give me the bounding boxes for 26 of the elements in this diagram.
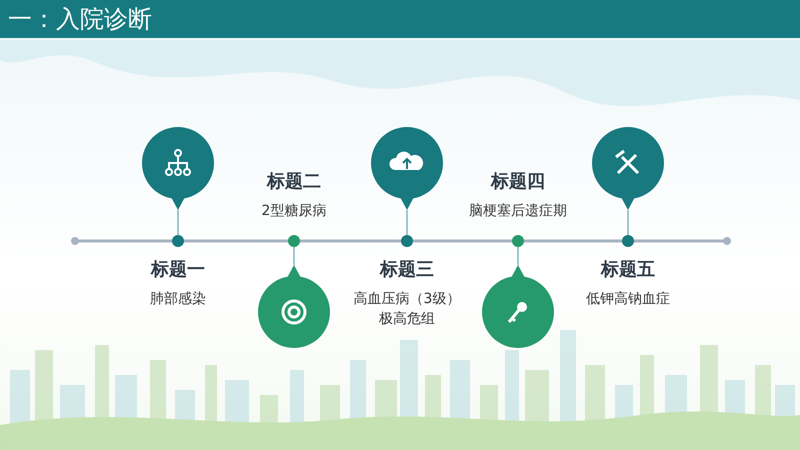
timeline-dot	[512, 235, 524, 247]
milestone-heading: 标题四	[490, 170, 546, 193]
pin-marker	[482, 265, 554, 348]
milestone-description: 肺部感染	[149, 290, 207, 309]
timeline-dot	[622, 235, 634, 247]
connector-line	[293, 247, 295, 265]
milestone-description: 高血压病（3级）极高危组	[352, 290, 462, 329]
milestone-heading: 标题二	[266, 170, 322, 193]
timeline-dot	[172, 235, 184, 247]
pin-marker	[258, 265, 330, 348]
timeline-dot	[401, 235, 413, 247]
milestone-heading: 标题五	[600, 258, 656, 281]
slide-title: 一：入院诊断	[8, 4, 152, 35]
connector-line	[517, 247, 519, 265]
milestone-heading: 标题三	[378, 258, 435, 281]
connector-line	[627, 210, 629, 235]
pin-marker	[142, 127, 214, 210]
pin-marker	[371, 127, 443, 210]
connector-line	[406, 210, 408, 235]
milestone-heading: 标题一	[150, 258, 206, 281]
milestone-description: 低钾高钠血症	[585, 290, 671, 309]
timeline-dot	[288, 235, 300, 247]
milestone-description: 脑梗塞后遗症期	[468, 202, 568, 221]
connector-line	[177, 210, 179, 235]
pin-marker	[592, 127, 664, 210]
milestone-description: 2型糖尿病	[260, 202, 328, 221]
